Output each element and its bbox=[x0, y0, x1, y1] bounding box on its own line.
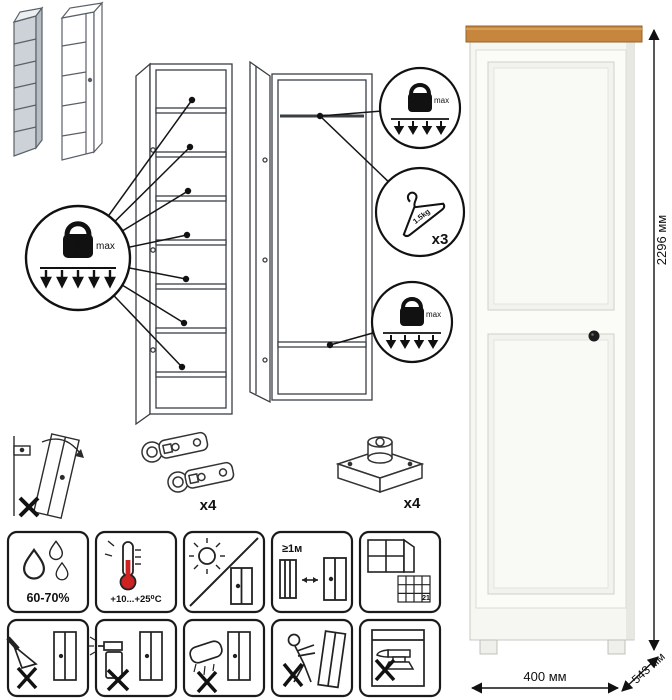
hinge-count-label: x4 bbox=[200, 497, 217, 514]
load-value: 5 bbox=[75, 237, 82, 251]
hinge-icon bbox=[141, 431, 235, 493]
anti-tip-warning-icon bbox=[13, 433, 84, 520]
heat-distance-icon bbox=[279, 557, 347, 601]
load-unit: kg bbox=[74, 252, 82, 259]
wood-top bbox=[465, 25, 643, 43]
no-dragging-icon bbox=[282, 630, 347, 689]
foot-icon bbox=[335, 436, 425, 494]
height-dimension-label: 2296 мм bbox=[654, 215, 669, 265]
weight-icon: 5 kg bbox=[63, 221, 93, 259]
wardrobe-foot-right bbox=[607, 639, 626, 655]
load-arrows bbox=[40, 270, 116, 289]
weight-icon: 5 kg bbox=[400, 297, 424, 327]
wardrobe-foot-left bbox=[479, 639, 498, 655]
bottom-load-callout: 5 kg max bbox=[370, 280, 454, 364]
width-dimension-label: 400 мм bbox=[523, 669, 566, 684]
weight-icon: 5 kg bbox=[408, 83, 432, 113]
open-cabinet-dots bbox=[316, 112, 334, 349]
foot-count-label: x4 bbox=[404, 495, 421, 512]
height-dimension: 2296 мм bbox=[648, 28, 669, 652]
shelf-cabinet-diagram bbox=[135, 62, 233, 426]
humidity-label: 60-70% bbox=[26, 591, 69, 605]
load-value: 5 bbox=[417, 96, 423, 107]
open-cabinet-diagram bbox=[249, 60, 373, 404]
ventilation-days-label: 21 bbox=[422, 595, 430, 602]
care-row-2 bbox=[6, 618, 442, 698]
load-unit: kg bbox=[417, 107, 423, 113]
no-solvents-icon bbox=[88, 631, 163, 692]
load-max-label: max bbox=[434, 96, 449, 105]
load-arrows bbox=[393, 121, 447, 135]
shelf-load-callout: 5 kg max bbox=[24, 204, 132, 312]
wardrobe-render bbox=[465, 25, 643, 655]
load-arrows bbox=[385, 335, 439, 349]
load-value: 5 bbox=[409, 310, 415, 321]
hanger-count-label: x3 bbox=[432, 231, 449, 248]
cabinet-thumbnail-2 bbox=[60, 1, 104, 161]
top-shelf-load-callout: 5 kg max bbox=[378, 66, 462, 150]
temperature-icon bbox=[104, 540, 141, 591]
sunlight-icon bbox=[189, 537, 259, 607]
door-knob bbox=[588, 330, 600, 342]
distance-label: ≥1м bbox=[282, 543, 302, 555]
no-cutting-icon bbox=[6, 631, 77, 690]
depth-dimension-label: 543 мм bbox=[629, 649, 668, 686]
load-max-label: max bbox=[426, 310, 441, 319]
humidity-icon bbox=[22, 540, 69, 581]
depth-dimension: 543 мм bbox=[621, 649, 668, 692]
ventilation-icon bbox=[367, 538, 431, 603]
hanger-capacity-callout: 1.5kg x3 bbox=[374, 166, 466, 258]
no-heavy-load-icon bbox=[371, 629, 425, 687]
hanger-icon: 1.5kg bbox=[402, 191, 446, 238]
load-unit: kg bbox=[409, 321, 415, 327]
width-dimension: 400 мм bbox=[470, 669, 620, 694]
care-row-1 bbox=[6, 530, 442, 614]
load-max-label: max bbox=[96, 241, 115, 252]
shelf-load-dots bbox=[178, 96, 196, 371]
cabinet-thumbnail-1 bbox=[12, 6, 44, 157]
no-wet-cleaning-icon bbox=[189, 631, 251, 694]
temperature-label: +10...+25⁰C bbox=[110, 594, 161, 605]
